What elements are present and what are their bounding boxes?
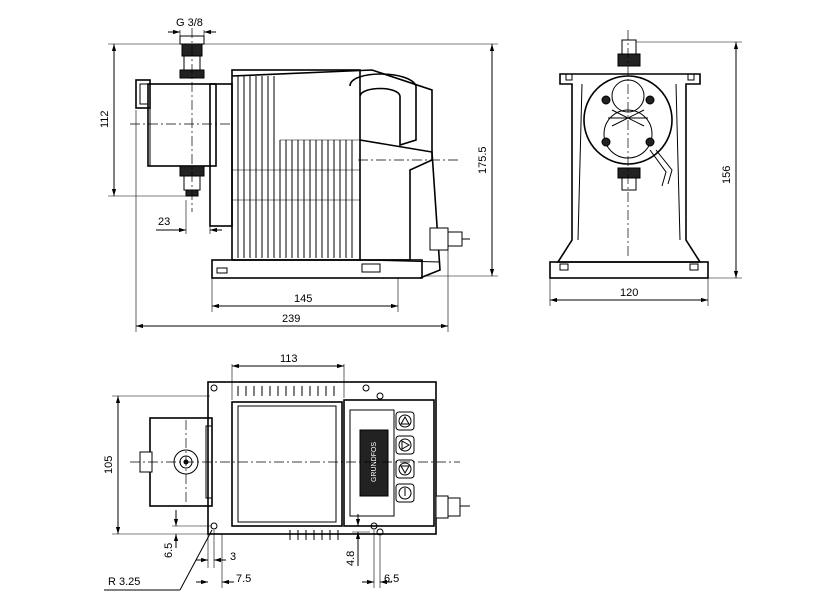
- display-text: GRUNDFOS: [371, 442, 378, 482]
- dim-top-hole-pos-label: 7.5: [236, 573, 251, 585]
- dim-top-hole-offset-label: 3: [230, 551, 236, 563]
- side-view: G 3/8 112 175.5 23 145 239: [99, 17, 498, 332]
- dim-connection-label: G 3/8: [176, 17, 203, 29]
- dim-top-length-label: 113: [280, 353, 298, 365]
- dim-front-height-label: 156: [721, 166, 733, 184]
- control-buttons: [395, 411, 415, 503]
- dim-base-length-label: 145: [294, 293, 312, 305]
- dim-top-width-label: 105: [103, 456, 115, 474]
- dim-height-body-label: 112: [99, 110, 111, 128]
- dim-front-width-label: 120: [620, 287, 638, 299]
- top-view: GRUNDFOS: [103, 353, 470, 591]
- dim-top-radius-label: R 3.25: [108, 576, 140, 588]
- cooling-fins: [232, 76, 360, 258]
- dim-top-hole-y-label: 4.8: [345, 551, 357, 566]
- top-fins: [237, 386, 339, 540]
- dim-total-length-label: 239: [282, 313, 300, 325]
- dim-offset-label: 23: [158, 216, 170, 228]
- dim-height-total-label: 175.5: [477, 146, 489, 174]
- dim-top-edge-label: 6.5: [163, 543, 175, 558]
- dim-top-hole-x-label: 6.5: [384, 573, 399, 585]
- front-view: 156 120: [549, 30, 742, 306]
